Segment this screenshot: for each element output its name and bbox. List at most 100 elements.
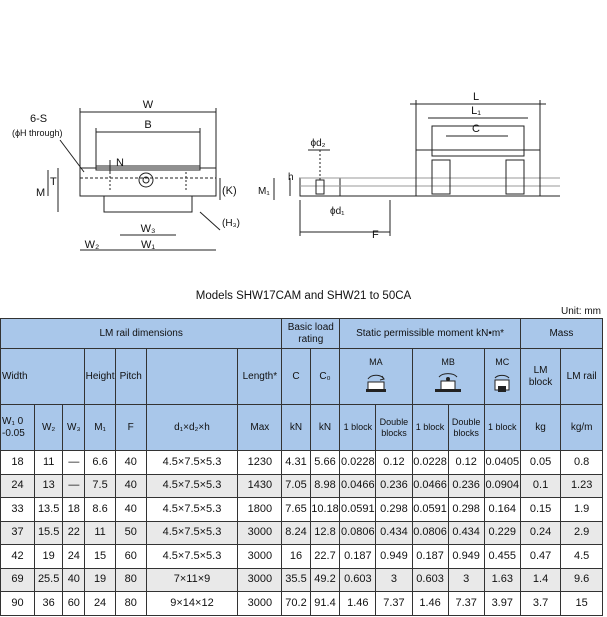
table-cell: 0.236 <box>447 473 485 498</box>
page-caption: Models SHW17CAM and SHW21 to 50CA <box>195 290 412 302</box>
dim-W1: W₁ <box>141 239 155 251</box>
table-cell: 22 <box>62 520 86 545</box>
dim-C: C <box>472 123 480 135</box>
table-cell: 19 <box>33 544 64 569</box>
unit-label: Unit: mm <box>561 306 601 317</box>
header-kN-C: kN <box>281 404 311 451</box>
front-block-body <box>79 167 217 197</box>
technical-drawing: W B 6-S (ϕH through) N T M (K) W₃ (H₃) W… <box>12 91 560 251</box>
table-cell: 0.434 <box>375 520 413 545</box>
table-cell: 0.603 <box>339 567 377 592</box>
table-cell: 24 <box>0 473 35 498</box>
table-cell: 40 <box>114 497 147 522</box>
table-cell: 22.7 <box>309 544 341 569</box>
table-cell: 18 <box>62 497 86 522</box>
table-cell: 0.15 <box>519 497 562 522</box>
table-cell: 4.5×7.5×5.3 <box>145 520 239 545</box>
table-cell: 11 <box>33 450 64 475</box>
table-cell: 3000 <box>237 591 283 616</box>
header-lm-block: LM block <box>519 348 562 405</box>
table-cell: — <box>62 450 86 475</box>
header-MB-one: 1 block <box>411 404 449 451</box>
table-cell: 3000 <box>237 520 283 545</box>
table-cell: 70.2 <box>281 591 311 616</box>
dim-N: N <box>116 157 124 169</box>
table-cell: 0.298 <box>447 497 485 522</box>
table-cell: 0.0806 <box>339 520 377 545</box>
table-cell: 1800 <box>237 497 283 522</box>
table-cell: 3.7 <box>519 591 562 616</box>
dim-d2: ϕd₂ <box>310 138 325 149</box>
table-cell: 0.187 <box>411 544 449 569</box>
header-basic-load: Basic load rating <box>281 318 341 349</box>
dim-L: L <box>473 91 479 103</box>
dim-M1: M₁ <box>258 186 270 197</box>
table-cell: 0.12 <box>447 450 485 475</box>
header-C: C <box>281 348 311 405</box>
table-cell: 7.65 <box>281 497 311 522</box>
table-cell: 60 <box>62 591 86 616</box>
header-kN-C0: kN <box>309 404 341 451</box>
table-cell: 3 <box>375 567 413 592</box>
table-cell: 1.4 <box>519 567 562 592</box>
table-cell: 3.97 <box>483 591 521 616</box>
table-cell: 0.1 <box>519 473 562 498</box>
table-cell: 0.434 <box>447 520 485 545</box>
table-cell: 3000 <box>237 567 283 592</box>
table-cell: 91.4 <box>309 591 341 616</box>
table-cell: 12.8 <box>309 520 341 545</box>
table-cell: 0.0591 <box>411 497 449 522</box>
header-MA-double: Double blocks <box>375 404 413 451</box>
moment-b-icon <box>435 372 462 392</box>
table-cell: 10.18 <box>309 497 341 522</box>
table-cell: 1.23 <box>560 473 603 498</box>
header-width: Width <box>0 348 86 405</box>
table-cell: 36 <box>33 591 64 616</box>
table-cell: 33 <box>0 497 35 522</box>
table-cell: 80 <box>114 591 147 616</box>
table-cell: 40 <box>62 567 86 592</box>
table-cell: 25.5 <box>33 567 64 592</box>
table-cell: 3 <box>447 567 485 592</box>
table-cell: 40 <box>114 473 147 498</box>
label-h-through: (ϕH through) <box>12 128 63 138</box>
table-cell: 4.5×7.5×5.3 <box>145 544 239 569</box>
table-cell: 13.5 <box>33 497 64 522</box>
table-cell: 90 <box>0 591 35 616</box>
dim-h: h <box>288 172 294 183</box>
table-cell: 24 <box>84 591 116 616</box>
dim-B: B <box>144 119 151 131</box>
table-cell: 60 <box>114 544 147 569</box>
table-cell: 0.24 <box>519 520 562 545</box>
table-cell: 0.05 <box>519 450 562 475</box>
header-dxh: d₁×d₂×h <box>145 404 239 451</box>
table-cell: 1.46 <box>339 591 377 616</box>
header-kg: kg <box>519 404 562 451</box>
header-M1: M₁ <box>84 404 116 451</box>
table-cell: 8.24 <box>281 520 311 545</box>
table-cell: 2.9 <box>560 520 603 545</box>
table-cell: — <box>62 473 86 498</box>
table-cell: 1230 <box>237 450 283 475</box>
header-static-moment: Static permissible moment kN•m* <box>339 318 521 349</box>
header-C0: C₀ <box>309 348 341 405</box>
header-pitch: Pitch <box>114 348 147 405</box>
table-cell: 0.229 <box>483 520 521 545</box>
table-cell: 7×11×9 <box>145 567 239 592</box>
table-cell: 0.0806 <box>411 520 449 545</box>
dim-W: W <box>143 99 154 111</box>
header-kgm: kg/m <box>560 404 603 451</box>
moment-a-icon <box>365 374 386 392</box>
table-cell: 1430 <box>237 473 283 498</box>
dim-W3: W₃ <box>141 223 156 235</box>
header-lm-rail: LM rail <box>560 348 603 405</box>
header-length: Length* <box>237 348 283 405</box>
table-cell: 40 <box>114 450 147 475</box>
header-W2: W₂ <box>33 404 64 451</box>
table-cell: 69 <box>0 567 35 592</box>
table-cell: 0.0466 <box>339 473 377 498</box>
